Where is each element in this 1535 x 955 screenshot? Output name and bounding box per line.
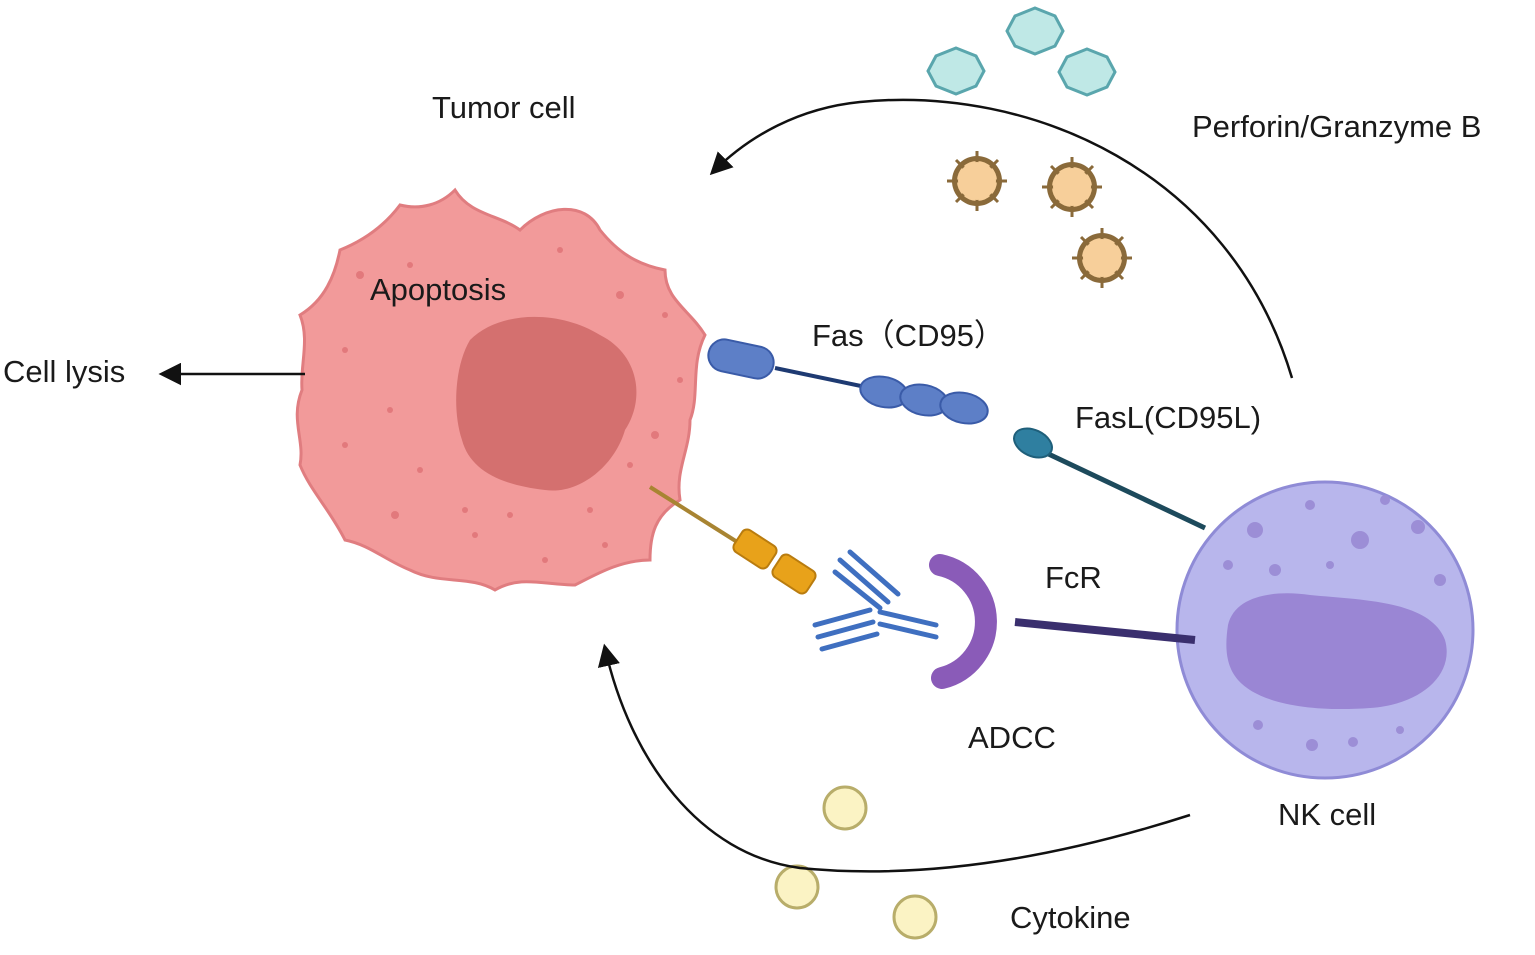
nk-cell: [1175, 480, 1475, 780]
perforin-arrow: [709, 98, 1294, 379]
fas-receptor: [707, 338, 989, 425]
cell-lysis-label: Cell lysis: [3, 354, 125, 389]
nk-cell-label: NK cell: [1278, 797, 1376, 832]
perforin-molecules: [926, 6, 1117, 97]
cytokine-arrow: [597, 643, 1191, 873]
fasl-ligand: [1013, 427, 1207, 531]
antibody: [812, 549, 939, 652]
tumor-cell-nucleus: [456, 316, 637, 491]
cytokine-molecules: [774, 785, 938, 940]
tumor-cell-granules: [342, 247, 683, 563]
nk-cell-nucleus: [1226, 593, 1447, 710]
cytokine-label: Cytokine: [1010, 900, 1131, 935]
fas-label: Fas（CD95）: [812, 318, 1005, 353]
fcr-label: FcR: [1045, 560, 1102, 595]
apoptosis-label: Apoptosis: [370, 272, 506, 307]
perforin-granzyme-label: Perforin/Granzyme B: [1192, 109, 1481, 144]
nk-cell-granules: [1223, 495, 1446, 751]
fc-receptor: [929, 554, 1196, 689]
fasl-label: FasL(CD95L): [1075, 400, 1261, 435]
tumor-antigen: [648, 485, 817, 595]
granzyme-molecules: [947, 151, 1132, 288]
tumor-cell: [295, 187, 707, 592]
adcc-label: ADCC: [968, 720, 1056, 755]
tumor-cell-label: Tumor cell: [432, 90, 576, 125]
